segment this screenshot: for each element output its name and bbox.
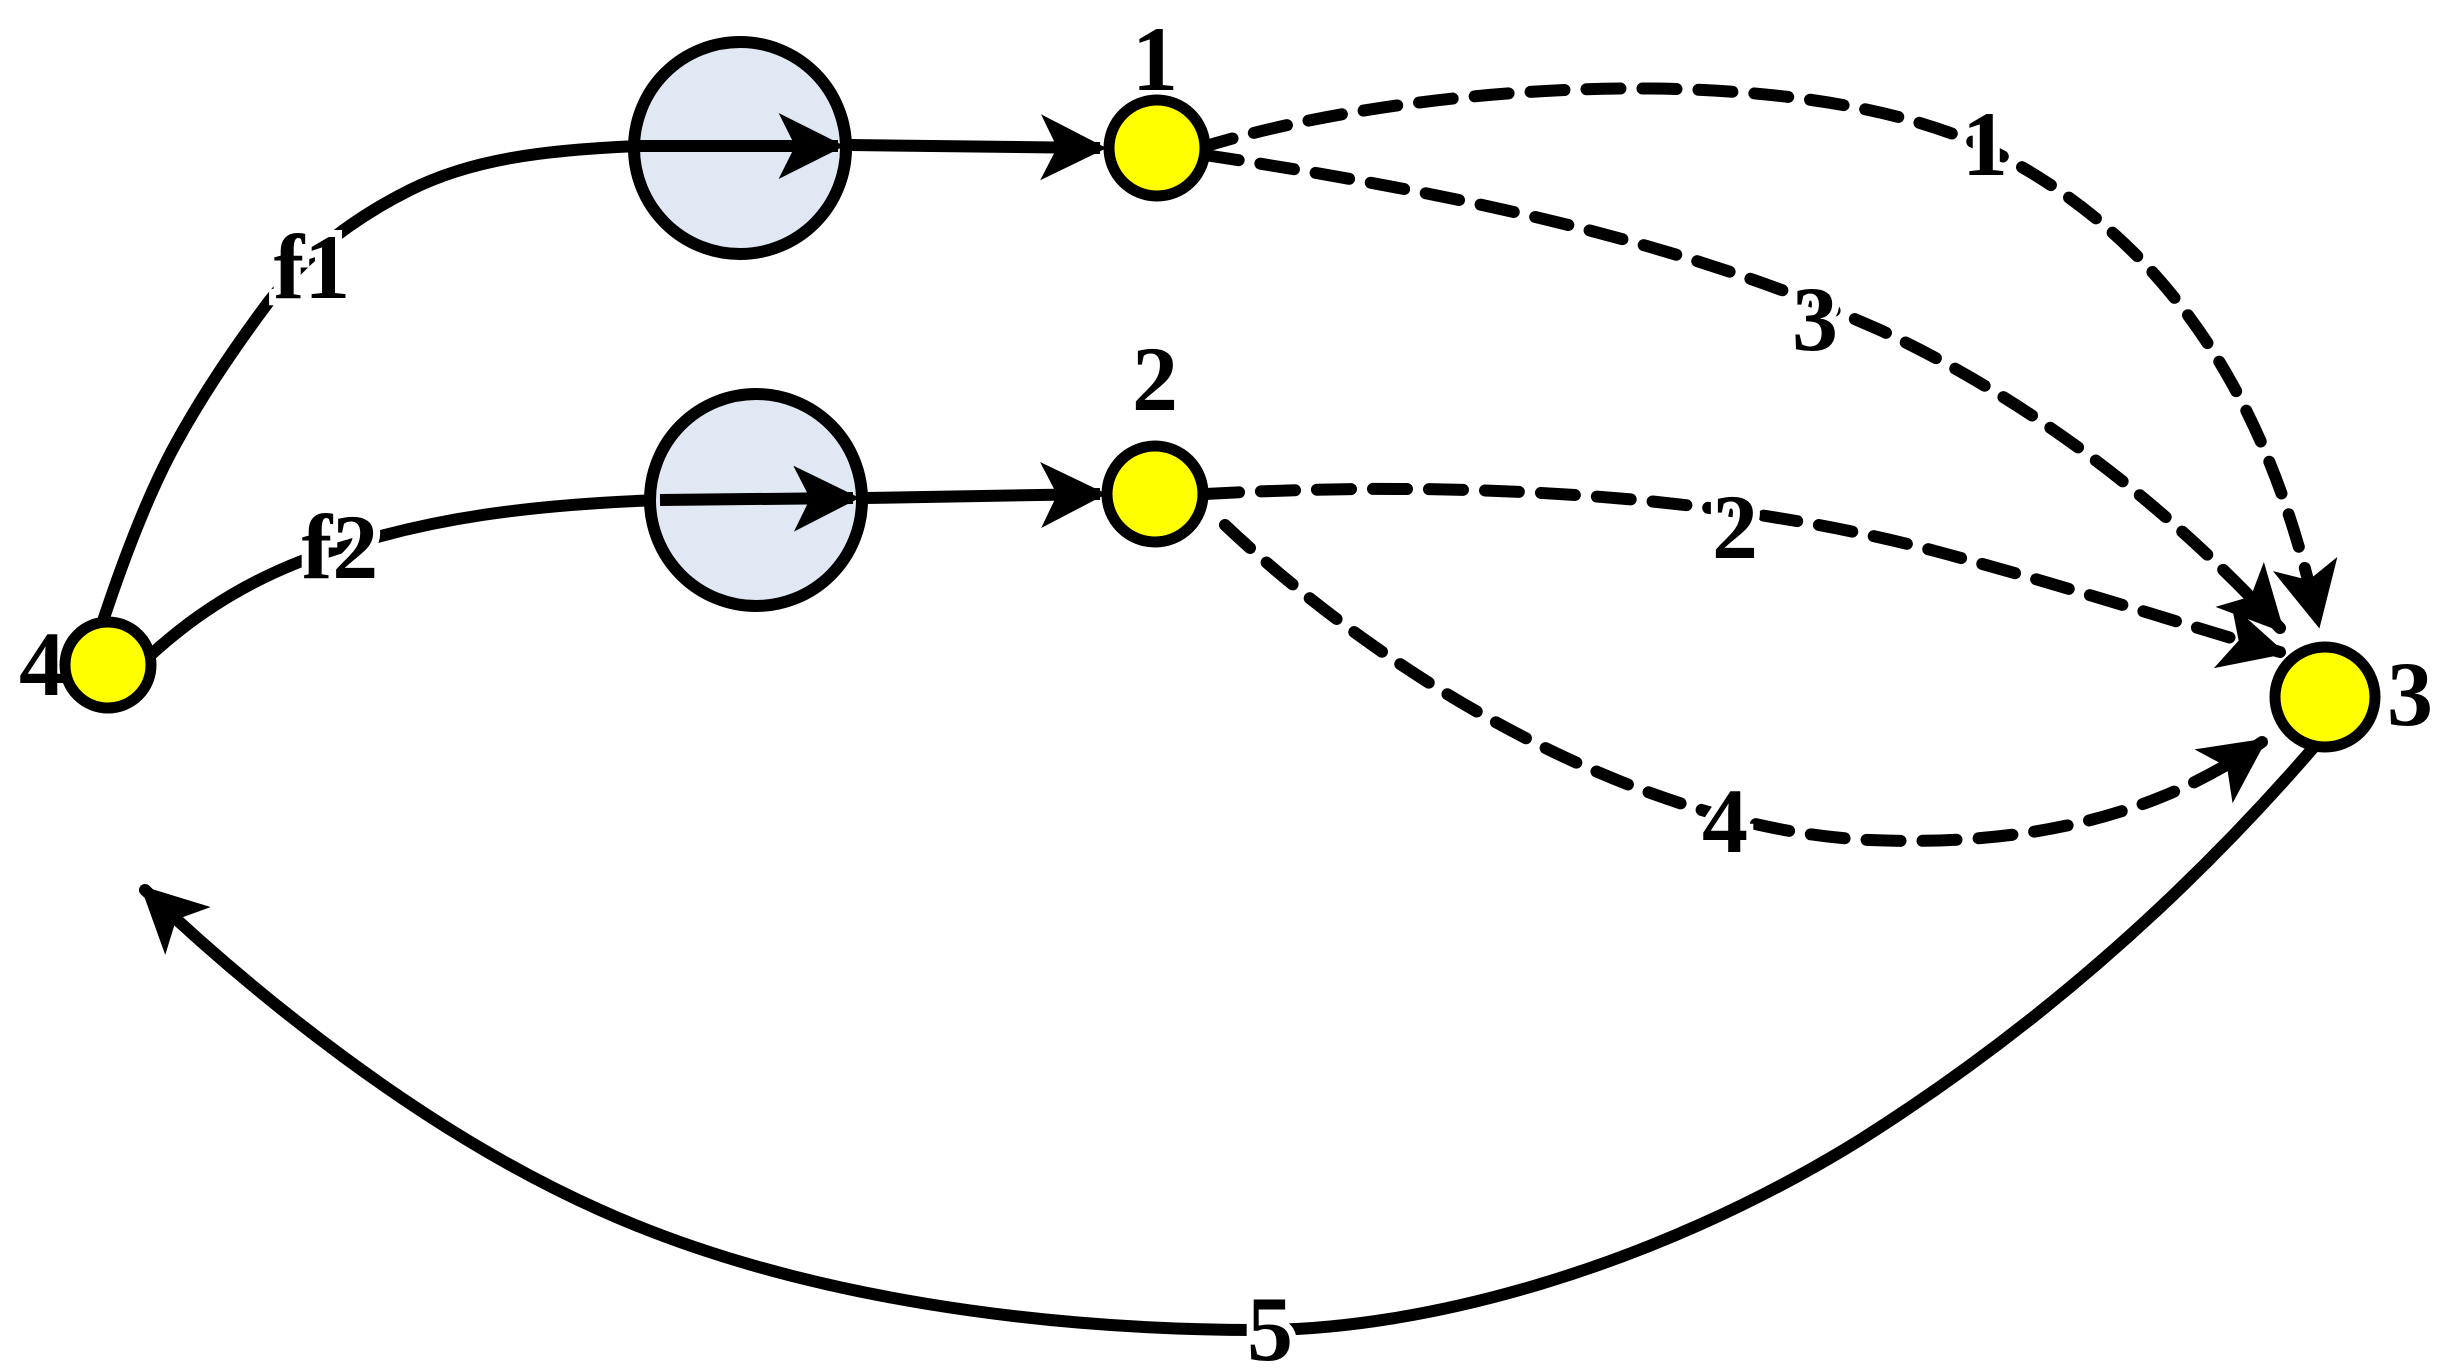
- edge-f2-link: [864, 462, 1107, 529]
- node-3: [2269, 641, 2381, 753]
- source-f2-circle-arrow-icon: [644, 388, 868, 612]
- node-4: [59, 616, 157, 714]
- edge-f2-line: [129, 494, 666, 676]
- edge-1-label: 1: [1962, 93, 2008, 195]
- node-3-label: 3: [2387, 643, 2433, 745]
- node-2-label: 2: [1132, 328, 1178, 430]
- node-1-label: 1: [1132, 8, 1178, 110]
- edge-2: [1199, 482, 2287, 669]
- edge-1: [1194, 82, 2338, 629]
- node-4-label: 4: [19, 613, 65, 715]
- source-f2-label: f2: [302, 496, 379, 598]
- node-1: [1103, 94, 1211, 202]
- edge-4-label: 4: [1702, 770, 1748, 872]
- edge-4: [1219, 519, 2268, 847]
- edge-5: [139, 734, 2326, 1337]
- edge-f1-line: [94, 140, 646, 636]
- source-f1-circle-arrow-icon: [628, 36, 852, 260]
- edge-3-label: 3: [1792, 268, 1838, 370]
- edge-3: [1199, 149, 2286, 634]
- source-f1-label: f1: [274, 216, 351, 318]
- edge-5-label: 5: [1247, 1278, 1293, 1371]
- edge-f1-link: [849, 114, 1107, 181]
- node-2: [1101, 440, 1209, 548]
- edge-2-label: 2: [1712, 476, 1758, 578]
